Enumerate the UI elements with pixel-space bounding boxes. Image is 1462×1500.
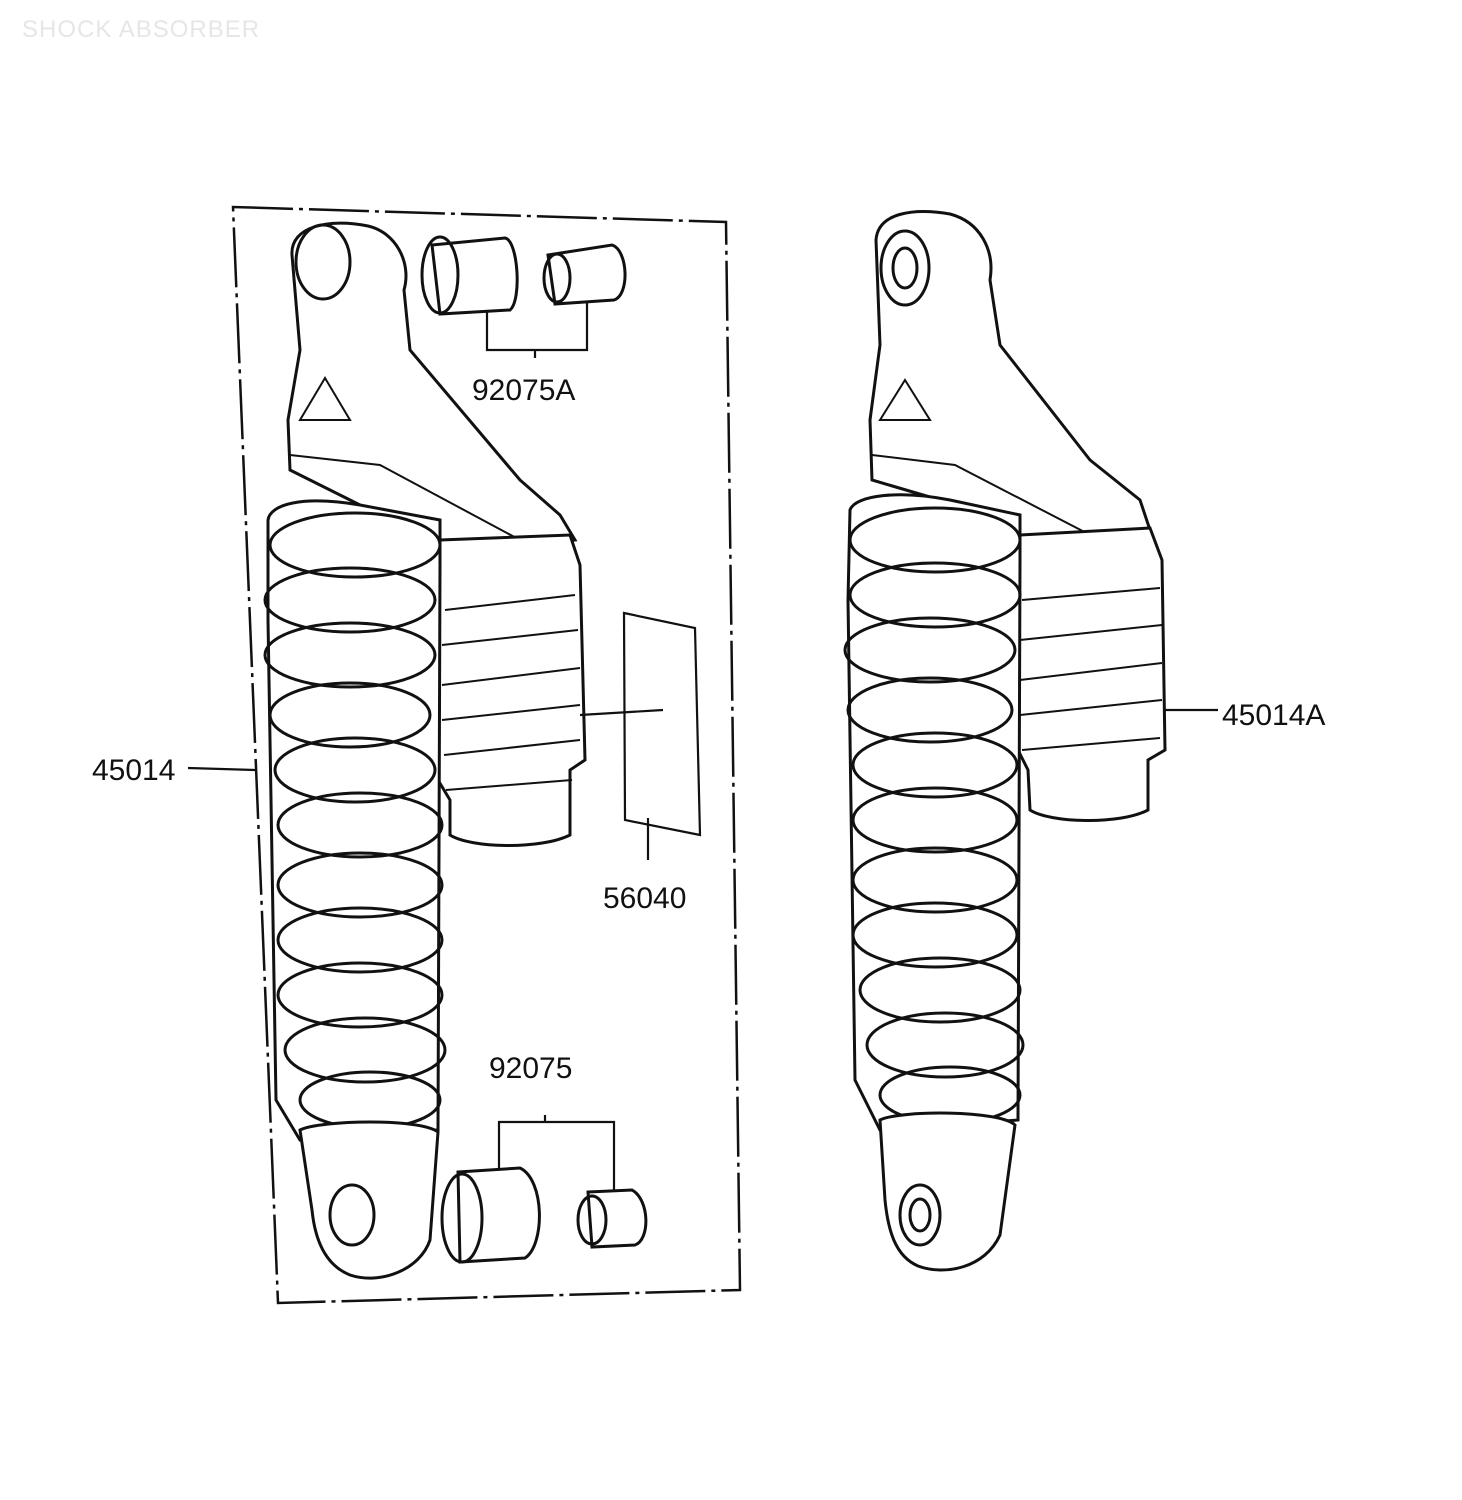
label-45014: 45014 (92, 754, 175, 787)
left-spring-coils (263, 511, 447, 1130)
label-45014A: 45014A (1222, 699, 1325, 732)
kit-boundary-frame (231, 205, 742, 1305)
label-56040: 56040 (603, 882, 686, 915)
label-sticker (579, 611, 702, 860)
label-92075: 92075 (489, 1052, 572, 1085)
right-shock-absorber (843, 210, 1167, 1272)
leader-45014 (187, 766, 256, 772)
label-92075A: 92075A (472, 374, 575, 407)
upper-bushings (420, 235, 627, 358)
diagram-title: SHOCK ABSORBER (22, 16, 261, 43)
left-shock-absorber (263, 221, 587, 1280)
lower-bushings (440, 1115, 648, 1264)
